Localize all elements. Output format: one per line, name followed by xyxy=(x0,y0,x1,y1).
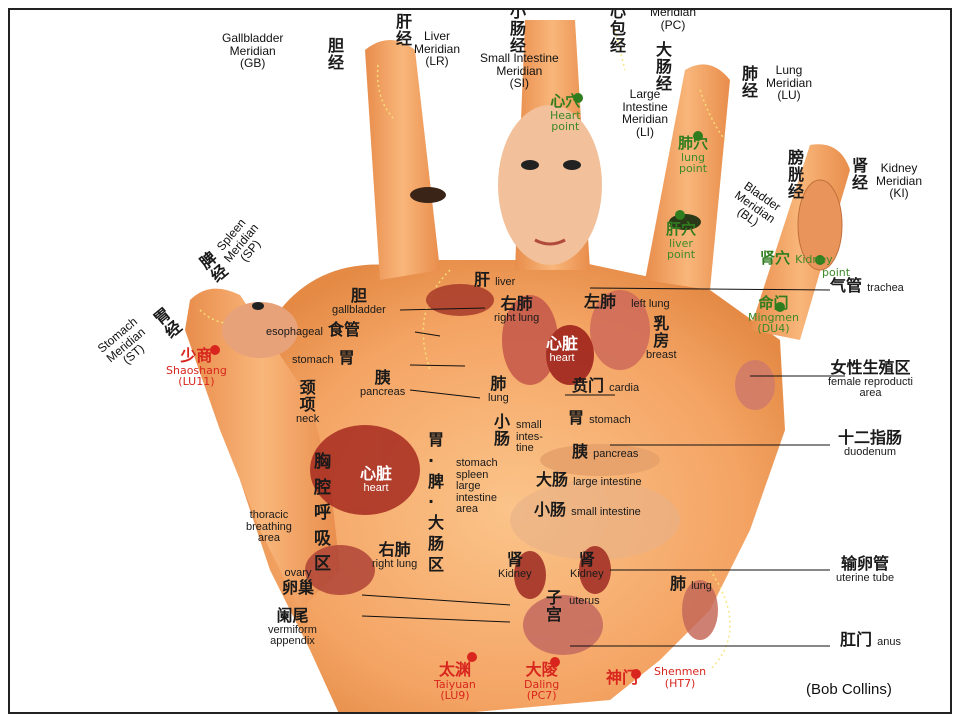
uterus-label: 子宫 uterus xyxy=(546,590,600,624)
small-intestine-label: 小肠 small intestine xyxy=(534,502,641,519)
esophageal-organ-label: esophageal 食管 xyxy=(266,322,360,339)
right-lung-top-label: 右肺 right lung xyxy=(494,296,539,324)
duodenum-label: 十二指肠 duodenum xyxy=(838,430,902,458)
gallbladder-organ-label: 胆 gallbladder xyxy=(332,288,386,316)
large-intestine-label: 大肠 large intestine xyxy=(536,472,642,489)
liver-organ-label: 肝 liver xyxy=(474,272,515,289)
li-meridian-zh: 大肠经 xyxy=(656,42,674,92)
kidney-right-label: 肾 Kidney xyxy=(570,552,604,580)
heart-thumb-label: 心脏 heart xyxy=(360,466,392,494)
daling-point-label: 大陵 Daling(PC7) xyxy=(524,662,559,702)
ovary-label: ovary 卵巢 xyxy=(282,568,314,596)
gb-meridian-zh: 胆经 xyxy=(328,38,346,72)
hand-illustration xyxy=(10,10,952,714)
kidney-left-label: 肾 Kidney xyxy=(498,552,532,580)
cardia-label: 贲门 cardia xyxy=(572,378,639,395)
stomach-center-label: 胃 stomach xyxy=(568,410,631,427)
ki-meridian-zh: 肾经 xyxy=(852,158,870,192)
appendix-label: 阑尾 vermiform appendix xyxy=(268,608,317,648)
pancreas-center-label: 胰 pancreas xyxy=(572,444,638,461)
shaoshang-point-label: 少商 Shaoshang(LU11) xyxy=(166,348,227,388)
shenmen-point-en: Shenmen(HT7) xyxy=(654,666,706,689)
kidney-point-label: 肾穴 Kidney point xyxy=(760,250,850,278)
pancreas-left-label: 胰 pancreas xyxy=(360,370,405,398)
trachea-label: 气管 trachea xyxy=(830,278,904,295)
si-meridian-zh: 小肠经 xyxy=(510,8,528,54)
chest-breath-zh: 胸腔呼吸区 xyxy=(314,450,334,578)
index-finger-shape xyxy=(365,40,440,280)
left-lung-label: 左肺 left lung xyxy=(584,294,670,311)
anus-label: 肛门 anus xyxy=(840,632,901,649)
stomach-spleen-en: stomach spleen large intestine area xyxy=(456,458,498,516)
lung-center-label: 肺 lung xyxy=(488,376,509,404)
lung-lower-label: 肺 lung xyxy=(670,576,712,593)
uterine-tube-label: 输卵管 uterine tube xyxy=(836,556,894,584)
lu-meridian-zh: 肺经 xyxy=(742,66,760,100)
eye-index-finger xyxy=(410,187,446,203)
shenmen-point-label: 神门 xyxy=(606,670,638,687)
right-lung-bottom-label: 右肺 right lung xyxy=(372,542,417,570)
bl-meridian-zh: 膀胱经 xyxy=(788,150,806,200)
pc-meridian-label: Meridian(PC) xyxy=(650,8,696,31)
stomach-left-label: stomach 胃 xyxy=(292,350,355,367)
pc-meridian-zh: 心包经 xyxy=(610,8,628,54)
stomach-spleen-zh: 胃·脾·大肠区 xyxy=(428,430,446,576)
credit-text: (Bob Collins) xyxy=(806,682,892,698)
breast-label: 乳房 breast xyxy=(646,316,677,361)
thoracic-label: thoracic breathing area xyxy=(246,510,292,545)
lr-meridian-zh: 肝经 xyxy=(396,14,414,48)
female-reproductive-label: 女性生殖区 female reproducti area xyxy=(828,360,913,400)
taiyuan-point-label: 太渊 Taiyuan(LU9) xyxy=(434,662,476,702)
neck-label: 颈项 neck xyxy=(296,380,319,425)
heart-center-label: 心脏 heart xyxy=(546,336,578,364)
mingmen-point-label: 命门 Mingmen(DU4) xyxy=(748,296,799,335)
